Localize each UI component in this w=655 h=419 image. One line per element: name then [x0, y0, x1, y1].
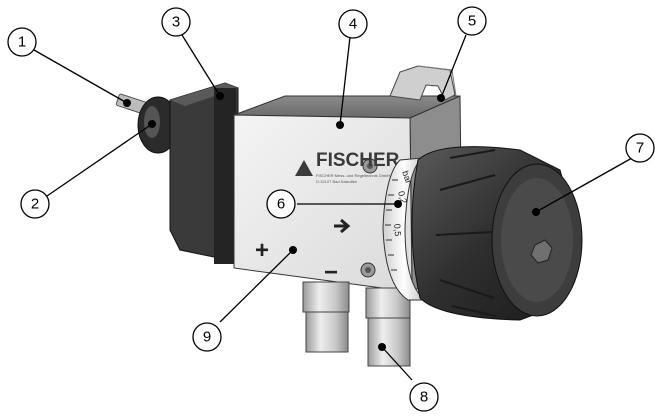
callout-9: 9: [192, 322, 222, 352]
callout-1: 1: [7, 27, 37, 57]
pressure-fittings: [302, 281, 411, 367]
callout-3: 3: [161, 7, 191, 37]
mounting-bracket: [389, 65, 457, 101]
callout-number: 7: [636, 140, 644, 157]
callout-number: 1: [18, 34, 26, 51]
callout-number: 6: [277, 196, 285, 213]
callout-number: 4: [349, 16, 357, 33]
callout-number: 5: [468, 13, 476, 30]
callout-number: 9: [203, 329, 211, 346]
flow-arrow-icon: [334, 218, 351, 234]
callout-number: 2: [31, 196, 39, 213]
brand-logo: FISCHER: [316, 150, 400, 171]
brand-subline-2: D-32107 Bad Salzuflen: [316, 179, 357, 184]
callout-7: 7: [625, 133, 655, 163]
brand-subline-1: FISCHER Mess- und Regeltechnik GmbH: [316, 173, 390, 178]
front-plate: FISCHER FISCHER Mess- und Regeltechnik G…: [255, 150, 400, 286]
minus-sign: −: [324, 259, 338, 286]
callout-4: 4: [338, 9, 368, 39]
dial-mark-2: 0,5: [392, 223, 403, 236]
callout-8: 8: [409, 382, 439, 412]
callout-5: 5: [457, 6, 487, 36]
callout-6: 6: [266, 189, 296, 219]
callout-leaders: [33, 34, 633, 381]
setpoint-dial: bar 0,2 0,5: [382, 157, 427, 301]
plus-sign: +: [255, 237, 269, 264]
callout-number: 8: [420, 389, 428, 406]
dial-unit-label: bar: [400, 169, 414, 185]
electrical-connector: [115, 82, 239, 264]
brand-logo-mark: [295, 160, 313, 176]
adjustment-knob: [411, 146, 583, 321]
callout-2: 2: [20, 189, 50, 219]
callout-number: 3: [172, 14, 180, 31]
